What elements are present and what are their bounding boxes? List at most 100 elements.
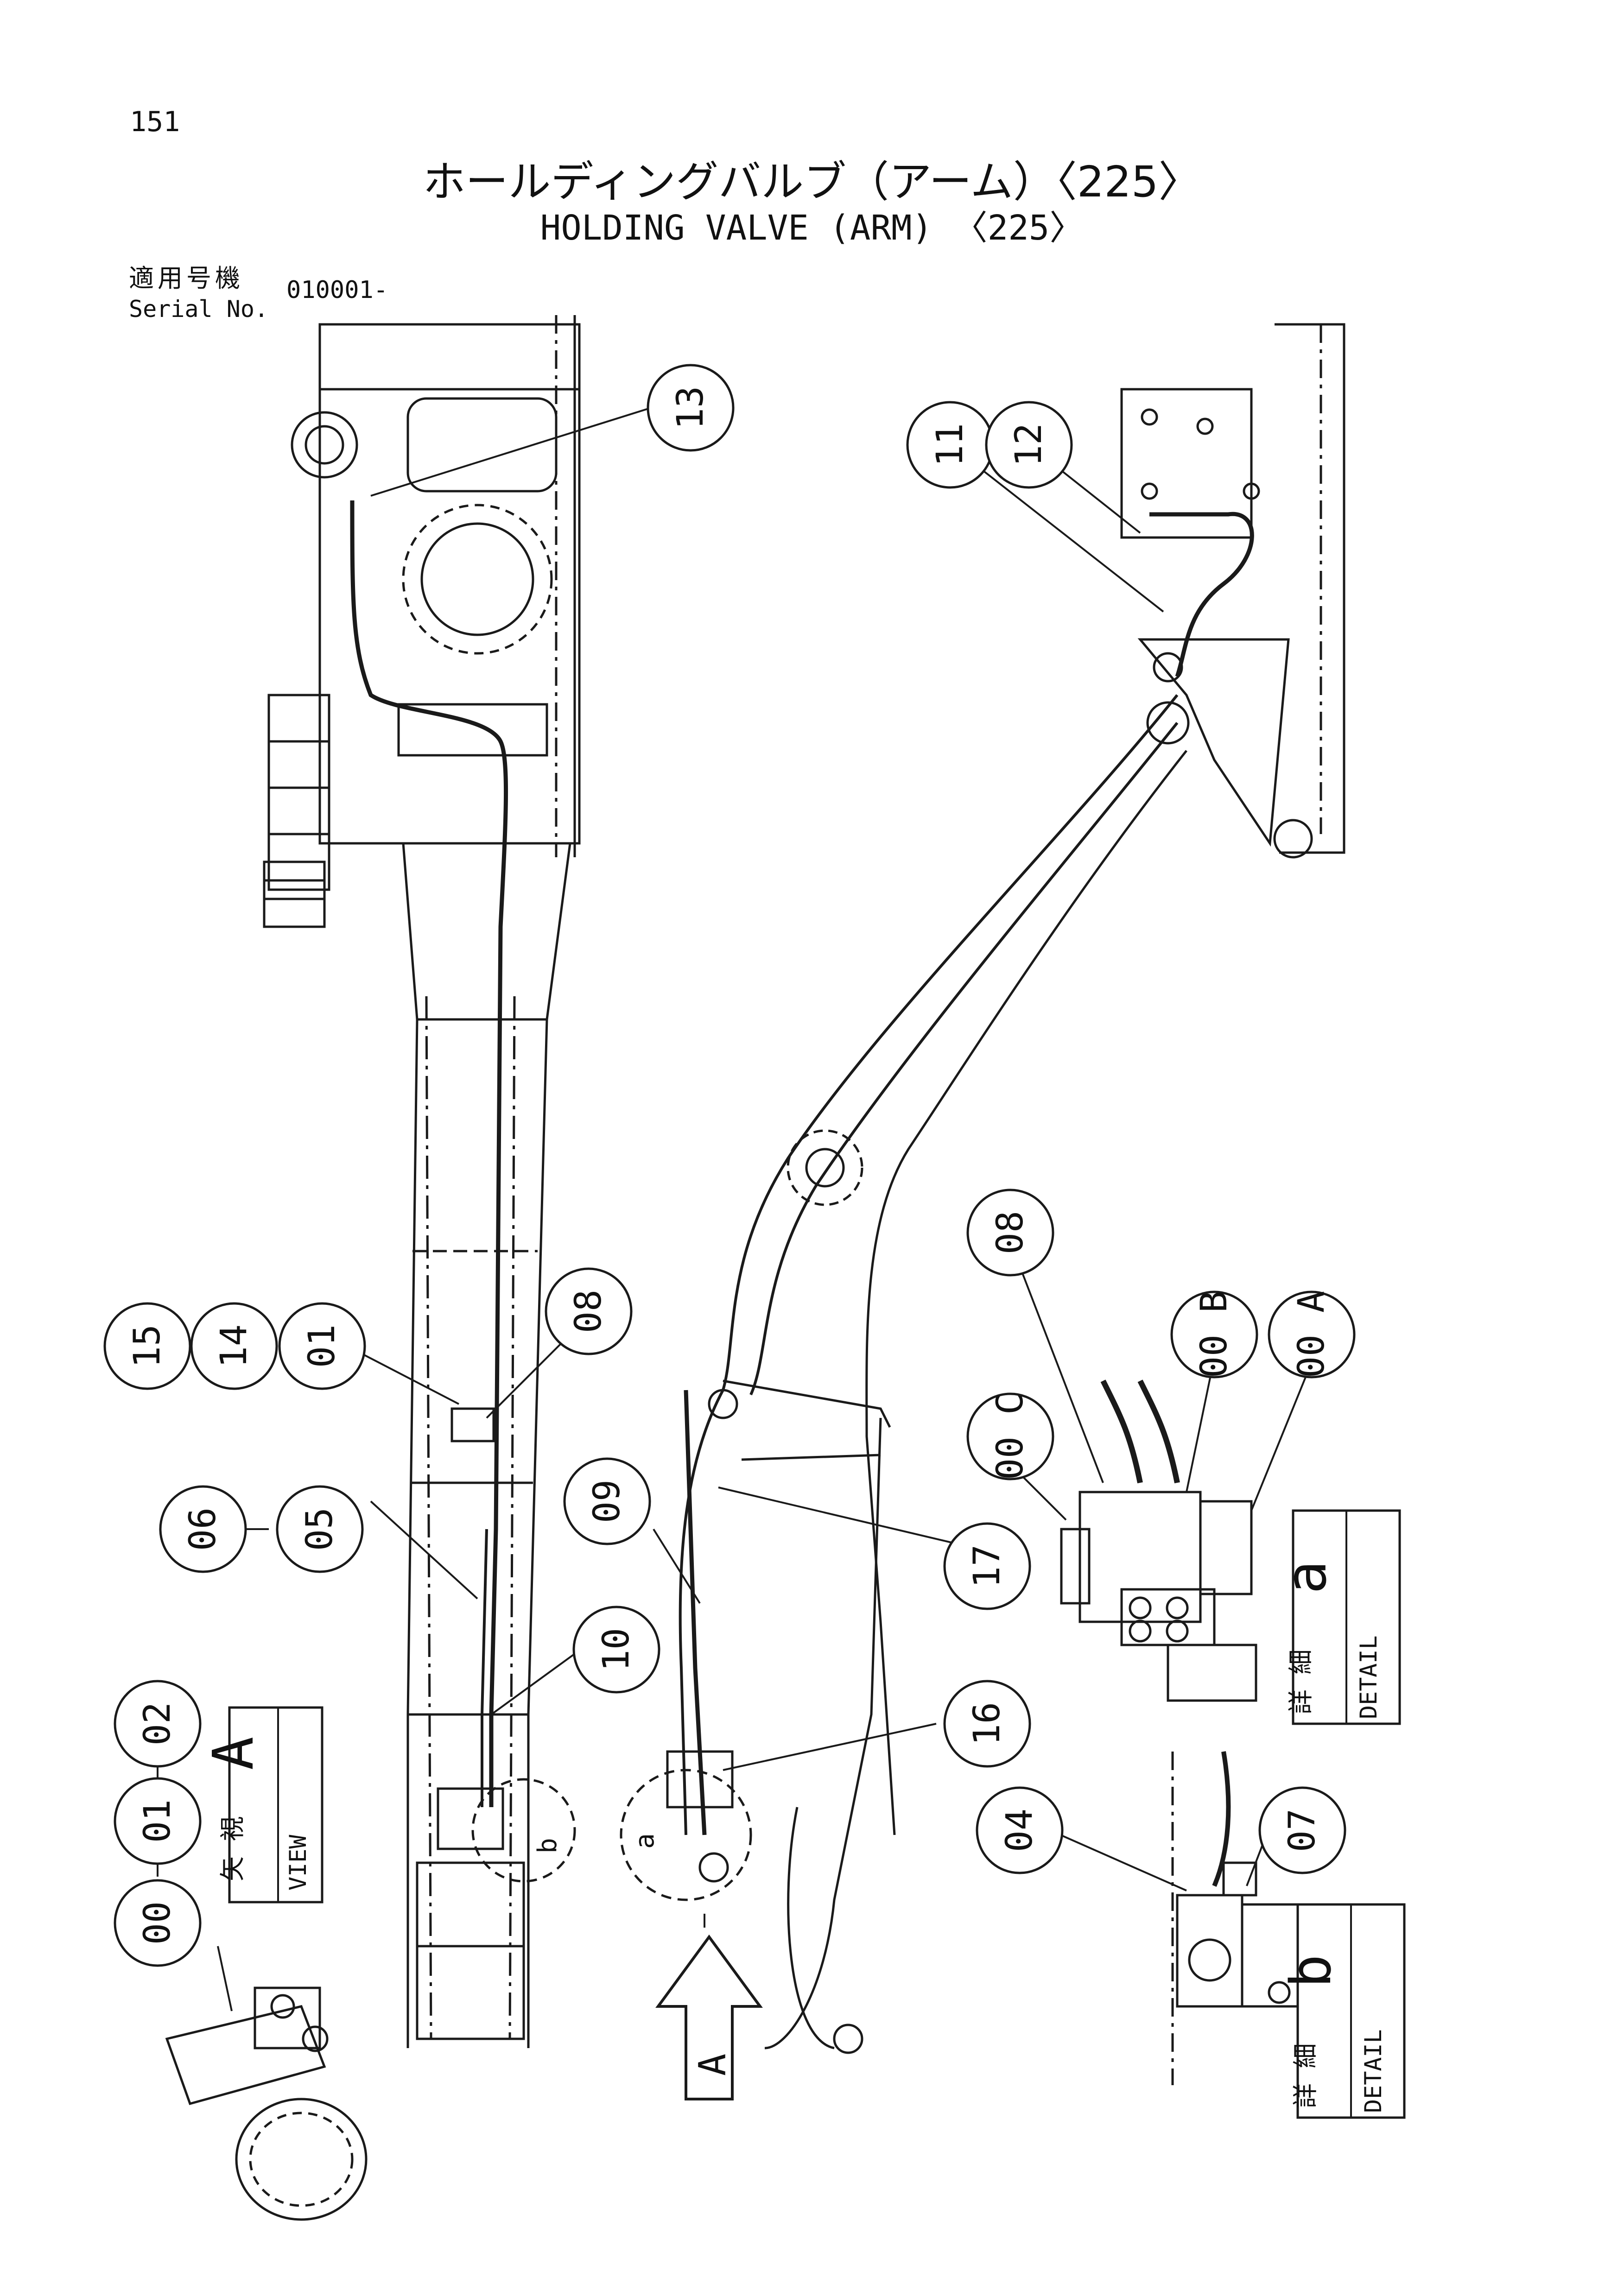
callout-number: 04 (999, 1809, 1040, 1852)
callout-number: 01 (301, 1324, 343, 1368)
view-a-en: VIEW (285, 1834, 311, 1891)
detail-a-side (1199, 1500, 1253, 1595)
callout-circle (563, 1457, 651, 1545)
bolt-circle (402, 504, 553, 655)
callout-c00a: 00 A (1268, 1290, 1356, 1379)
callout-c14: 14 (190, 1302, 278, 1390)
callout-number: 00 A (1291, 1291, 1332, 1378)
callout-circle (985, 401, 1073, 489)
callout-c07: 07 (1258, 1786, 1346, 1874)
title-japanese: ホールディングバルブ（アーム）〈225〉 (423, 157, 1201, 207)
arm-joint-line (741, 1454, 881, 1461)
callout-c04: 04 (976, 1786, 1064, 1874)
detail-a-hose (1137, 1379, 1180, 1484)
view-arrow-a: A (655, 1934, 763, 2100)
callout-circle (114, 1879, 202, 1967)
detail-a-port (1060, 1528, 1091, 1605)
detail-a-base (1167, 1644, 1257, 1702)
callout-number: 12 (1008, 423, 1050, 467)
callout-c11: 11 (906, 401, 994, 489)
boom-boss-inner (805, 1148, 845, 1188)
detail-a-bolt (1166, 1619, 1189, 1643)
detail-b-bolt (1268, 1981, 1291, 2004)
callout-circle (103, 1302, 191, 1390)
callout-number: 06 (182, 1507, 224, 1551)
arm-end-block (416, 1861, 525, 2040)
detail-a-jp: 詳 細 (1286, 1649, 1315, 1714)
boom-pin (1146, 701, 1190, 745)
callout-c10: 10 (572, 1606, 660, 1694)
hose-run-boom (684, 1390, 707, 1835)
callout-circle (976, 1786, 1064, 1874)
callout-circle (647, 364, 735, 452)
callout-number: 00 B (1193, 1291, 1235, 1378)
pivot-circle-inner (304, 425, 344, 465)
detail-a-label-box: 詳 細 DETAIL a (1275, 1509, 1401, 1725)
callout-c02: 02 (114, 1680, 202, 1768)
detail-b-fitting (1222, 1861, 1257, 1897)
callout-c15: 15 (103, 1302, 191, 1390)
callout-c05: 05 (276, 1485, 364, 1573)
callout-circle (276, 1485, 364, 1573)
callout-number: 11 (929, 423, 971, 467)
callout-number: 00 (137, 1901, 178, 1945)
callout-number: 14 (213, 1324, 255, 1368)
foot-pin (1273, 819, 1313, 859)
leader (217, 1946, 233, 2011)
arm-centerline (425, 996, 432, 2039)
detail-a-ring (620, 1769, 752, 1901)
view-a-ring-inner (249, 2112, 354, 2207)
boom-side-view (620, 694, 1190, 2054)
view-a-letter: A (202, 1737, 266, 1770)
callout-c06: 06 (159, 1485, 247, 1573)
callout-number: 08 (990, 1211, 1031, 1254)
arm-tip-pin (833, 2024, 863, 2054)
callout-circle (943, 1680, 1031, 1768)
hose-top (1149, 512, 1254, 677)
hose-run-arm (350, 500, 508, 1807)
hose-run-arm-2 (481, 1529, 488, 1807)
callout-number: 09 (586, 1480, 628, 1523)
side-stack (263, 860, 326, 928)
marker-a: a (630, 1833, 660, 1849)
detail-a-body (1078, 1491, 1202, 1623)
side-structure (267, 694, 330, 891)
serial-number-value: 010001- (286, 276, 388, 304)
callout-number: 01 (137, 1799, 178, 1843)
callout-number: 15 (127, 1324, 168, 1368)
callout-c16: 16 (943, 1680, 1031, 1768)
callout-circle (966, 1189, 1054, 1277)
callout-circle (114, 1777, 202, 1865)
callout-circle (943, 1522, 1031, 1610)
callout-c00c: 00 C (966, 1392, 1054, 1480)
detail-b-ring (471, 1778, 576, 1883)
boom-foot-plate (1137, 638, 1290, 847)
pivot-circle (291, 411, 358, 479)
arm-right-edge (527, 843, 571, 2048)
frame-block (397, 703, 548, 757)
callout-number: 17 (966, 1544, 1008, 1588)
serial-label-english: Serial No. (129, 296, 269, 323)
detail-a-letter: a (1275, 1561, 1339, 1594)
valve-block-top (437, 1787, 504, 1850)
boom-foot-view (1120, 323, 1345, 859)
bolt (1141, 482, 1158, 500)
view-a-port (302, 2025, 329, 2052)
callout-number: 05 (299, 1507, 341, 1551)
bolt-circle-inner (420, 522, 534, 636)
callout-c09: 09 (563, 1457, 651, 1545)
callout-circle (159, 1485, 247, 1573)
detail-a-bolt (1129, 1619, 1152, 1643)
detail-b-body (1176, 1894, 1243, 2008)
callout-circle (278, 1302, 366, 1390)
detail-b-hose (1212, 1751, 1231, 1887)
valve-block-side (666, 1750, 734, 1809)
detail-b-port (1188, 1938, 1231, 1982)
frame-outline (1275, 323, 1345, 854)
marker-b: b (533, 1838, 563, 1853)
callout-circle (190, 1302, 278, 1390)
callout-number: 00 C (990, 1393, 1031, 1480)
